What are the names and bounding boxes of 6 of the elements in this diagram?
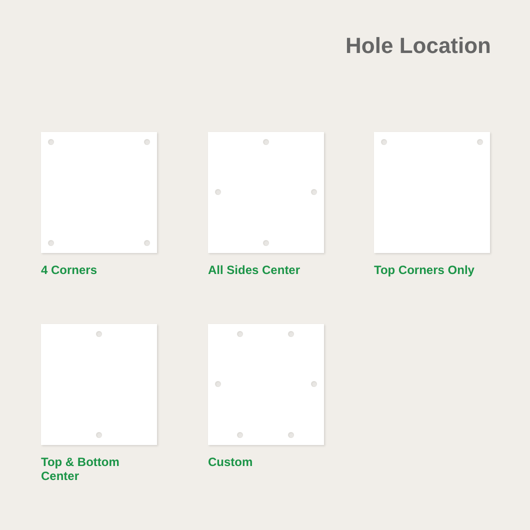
option-caption: Custom: [208, 455, 254, 469]
title: Hole Location: [346, 33, 491, 60]
option-caption: Top Corners Only: [374, 263, 476, 277]
option-caption: 4 Corners: [41, 263, 98, 277]
option-caption: All Sides Center: [208, 263, 302, 277]
option-caption: Top & Bottom Center: [41, 455, 120, 483]
